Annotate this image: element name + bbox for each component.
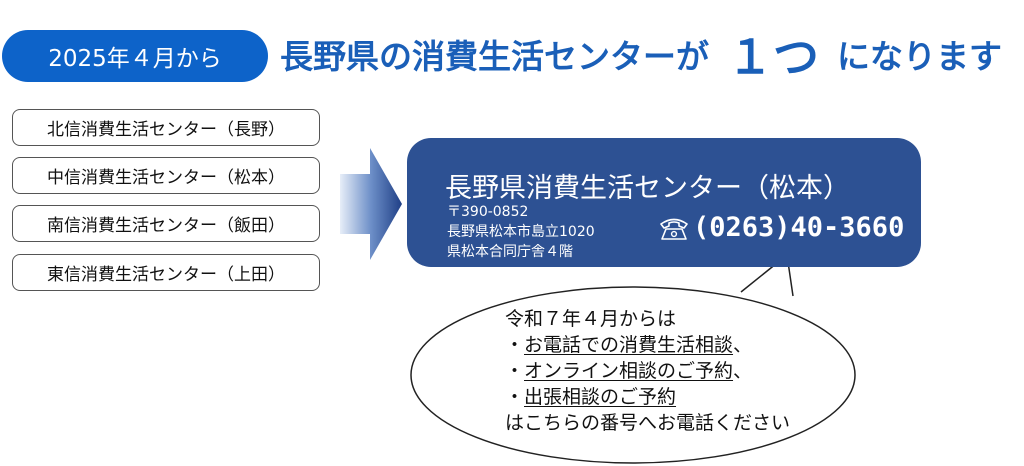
bullet: ・ (505, 360, 525, 382)
headline-number: １つ (727, 30, 819, 84)
address-line1: 長野県松本市島立1020 (447, 224, 595, 240)
new-center-address: 〒390-0852 長野県松本市島立1020 県松本合同庁舎４階 (447, 202, 595, 262)
new-center-card: 長野県消費生活センター（松本） 〒390-0852 長野県松本市島立1020 県… (407, 138, 921, 267)
notice-item2: ・オンライン相談のご予約、 (505, 358, 790, 384)
phone-number: (0263)40-3660 (693, 212, 905, 243)
old-center-ueda: 東信消費生活センター（上田） (12, 254, 320, 291)
new-center-name: 長野県消費生活センター（松本） (445, 173, 850, 204)
notice-item3-text: 出張相談のご予約 (524, 386, 677, 408)
telephone-icon (660, 218, 688, 240)
old-center-label: 北信消費生活センター（長野） (47, 120, 285, 140)
old-center-matsumoto: 中信消費生活センター（松本） (12, 157, 320, 194)
old-center-nagano: 北信消費生活センター（長野） (12, 109, 320, 146)
headline-part2: になります (837, 37, 1002, 76)
notice-item1-text: お電話での消費生活相談 (524, 334, 734, 356)
notice-closing: はこちらの番号へお電話ください (505, 412, 791, 434)
notice-item2-suffix: 、 (733, 360, 753, 382)
notice-item1: ・お電話での消費生活相談、 (505, 332, 790, 358)
notice-text: 令和７年４月からは ・お電話での消費生活相談、 ・オンライン相談のご予約、 ・出… (505, 306, 790, 436)
bullet: ・ (505, 334, 525, 356)
notice-item1-suffix: 、 (733, 334, 753, 356)
headline: 長野県の消費生活センターが １つ になります (280, 22, 1002, 86)
old-center-label: 東信消費生活センター（上田） (47, 265, 285, 285)
postal-code: 〒390-0852 (447, 204, 529, 220)
bullet: ・ (505, 386, 525, 408)
date-badge: 2025年４月から (2, 30, 268, 82)
old-center-label: 中信消費生活センター（松本） (47, 168, 285, 188)
notice-item3: ・出張相談のご予約 (505, 384, 790, 410)
arrow-right-icon (340, 148, 402, 260)
old-center-label: 南信消費生活センター（飯田） (47, 216, 285, 236)
notice-line1: 令和７年４月からは (505, 308, 677, 330)
address-line2: 県松本合同庁舎４階 (447, 244, 573, 260)
old-center-iida: 南信消費生活センター（飯田） (12, 205, 320, 242)
date-badge-label: 2025年４月から (48, 46, 222, 72)
phone-number-block: (0263)40-3660 (659, 212, 904, 243)
headline-part1: 長野県の消費生活センターが (280, 37, 709, 76)
notice-item2-text: オンライン相談のご予約 (524, 360, 734, 382)
